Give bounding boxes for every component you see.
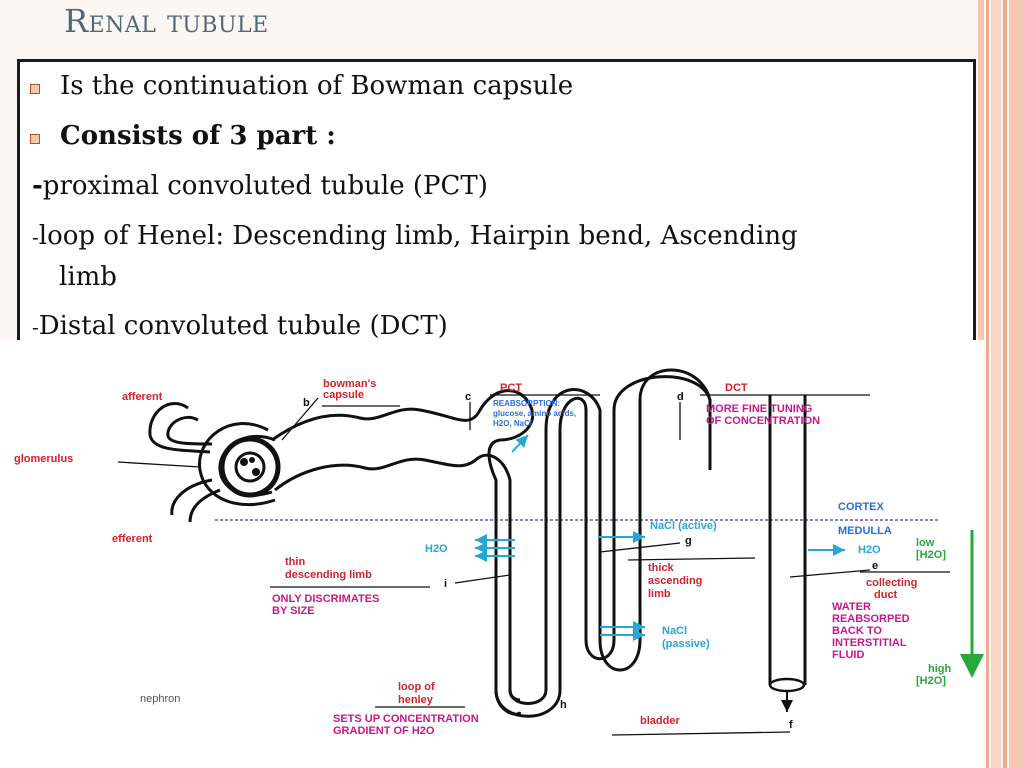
letter-g: g (685, 535, 692, 547)
sets-label-2: GRADIENT OF H2O (333, 725, 435, 737)
nephron-diagram-svg: afferent glomerulus efferent bowman's ca… (14, 368, 984, 737)
part-pct-text: proximal convoluted tubule (PCT) (42, 171, 488, 201)
efferent-vessel (170, 478, 213, 516)
collecting-label-1: collecting (866, 577, 917, 589)
letter-d: d (677, 391, 684, 403)
low-label-2: [H2O] (916, 549, 946, 561)
dct-label: DCT (725, 382, 748, 394)
nacl-passive-label-1: NaCl (662, 625, 687, 637)
collecting-label-2: duct (874, 589, 898, 601)
nephron-label: nephron (140, 693, 180, 705)
decorative-stripes (978, 0, 1024, 768)
thick-label-3: limb (648, 588, 671, 600)
letter-e: e (872, 560, 878, 572)
medulla-label: MEDULLA (838, 525, 892, 537)
only-label-1: ONLY DISCRIMATES (272, 593, 379, 605)
dct-tubule (544, 368, 712, 672)
part-loop-text: loop of Henel: Descending limb, Hairpin … (38, 221, 798, 251)
bullet-continuation: Is the continuation of Bowman capsule (60, 71, 574, 101)
loop-label-1: loop of (398, 681, 435, 693)
thin-label-1: thin (285, 556, 305, 568)
h2o-left-label: H2O (425, 543, 448, 555)
bowmans-label-2: capsule (323, 389, 364, 401)
letter-i: i (444, 578, 447, 590)
page-title: Renal tubule (64, 2, 269, 40)
bladder-label: bladder (640, 715, 680, 727)
low-label-1: low (916, 537, 935, 549)
loop-label-2: henley (398, 694, 434, 706)
fine-label-1: MORE FINE TUNING (706, 403, 812, 415)
pct-label: PCT (500, 382, 522, 394)
pct-tubule (271, 389, 535, 716)
dash: - (32, 171, 43, 201)
bullet-parts: Consists of 3 part : (60, 121, 336, 151)
cortex-label: CORTEX (838, 501, 885, 513)
afferent-label: afferent (122, 391, 163, 403)
afferent-vessel (148, 402, 211, 454)
dash: - (32, 315, 39, 339)
bowmans-label-1: bowman's (323, 378, 376, 390)
water-label-2: REABSORPED (832, 613, 910, 625)
nacl-active-label: NaCl (active) (650, 520, 717, 532)
high-label-2: [H2O] (916, 675, 946, 687)
reabs-label-2: glucose, amino acids, (493, 409, 576, 418)
only-label-2: BY SIZE (272, 605, 315, 617)
nacl-passive-label-2: (passive) (662, 638, 710, 650)
water-label-4: INTERSTITIAL (832, 637, 907, 649)
letter-b: b (303, 397, 310, 409)
bowman-capsule-shape (198, 422, 276, 507)
part-dct: -Distal convoluted tubule (DCT) (32, 311, 448, 341)
part-loop: -loop of Henel: Descending limb, Hairpin… (32, 221, 798, 251)
part-pct: -proximal convoluted tubule (PCT) (32, 171, 488, 201)
part-dct-text: Distal convoluted tubule (DCT) (38, 311, 448, 341)
letter-f: f (789, 719, 793, 731)
sets-label-1: SETS UP CONCENTRATION (333, 713, 479, 725)
content-box (17, 59, 976, 362)
reabs-label-1: REABSORPTION: (493, 399, 560, 408)
square-bullet-icon (30, 134, 40, 144)
letter-c: c (465, 391, 471, 403)
water-label-5: FLUID (832, 649, 864, 661)
high-label-1: high (928, 663, 951, 675)
reabs-label-3: H2O, NaCl (493, 419, 532, 428)
loop-of-henle (494, 689, 562, 718)
thick-label-2: ascending (648, 575, 702, 587)
glomerulus-label: glomerulus (14, 453, 73, 465)
thin-label-2: descending limb (285, 569, 372, 581)
thick-label-1: thick (648, 562, 675, 574)
h2o-right-label: H2O (858, 544, 881, 556)
fine-label-2: OF CONCENTRATION (706, 415, 820, 427)
water-label-1: WATER (832, 601, 871, 613)
nephron-diagram: afferent glomerulus efferent bowman's ca… (0, 340, 984, 768)
dash: - (32, 225, 39, 249)
letter-h: h (560, 699, 567, 711)
part-loop-cont: limb (59, 262, 117, 292)
efferent-label: efferent (112, 533, 153, 545)
square-bullet-icon (30, 84, 40, 94)
water-label-3: BACK TO (832, 625, 882, 637)
